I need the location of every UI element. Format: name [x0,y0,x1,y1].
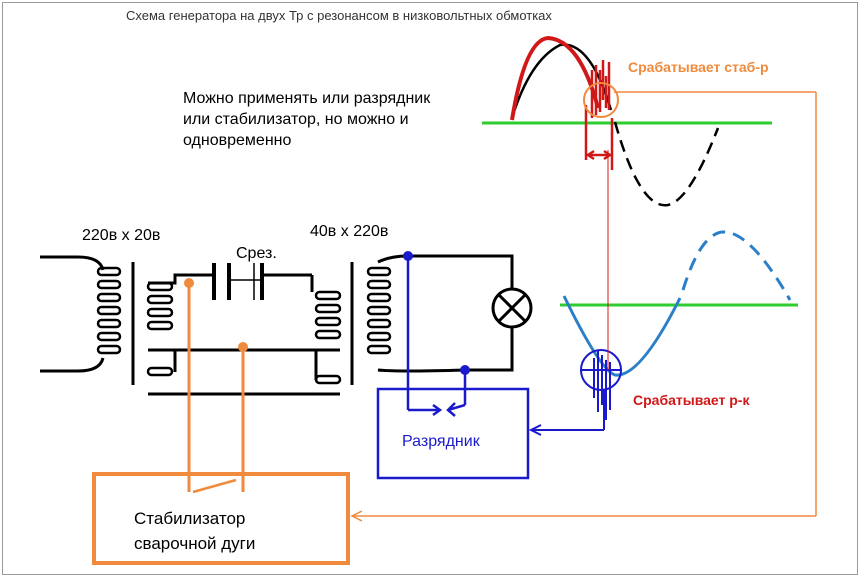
note-line-2: или стабилизатор, но можно и [183,111,409,128]
diagram-title: Схема генератора на двух Тр с резонансом… [126,8,552,23]
junction-dot [403,251,413,261]
junction-dot [460,365,470,375]
transformer-1 [40,255,174,385]
top-waveform [482,35,772,207]
stabilizer-box [92,472,350,565]
arrester-label: Разрядник [402,433,481,450]
stabilizer-label-2: сварочной дуги [134,534,255,553]
stab-trigger-marker [583,82,619,118]
note-line-3: одновременно [183,132,291,149]
stabilizer-wiring [187,283,245,494]
junction-dot [238,342,248,352]
transformer-2 [314,254,514,385]
transformer1-label: 220в х 20в [82,227,160,244]
lamp-icon [491,287,533,329]
arrester-wiring [406,256,467,417]
bottom-waveform [560,230,798,420]
transformer2-label: 40в х 220в [310,223,388,240]
capacitor-2 [253,263,264,300]
stab-trigger-label: Срабатывает стаб-р [628,59,769,75]
note-line-1: Можно применять или разрядник [183,90,431,107]
stabilizer-label-1: Стабилизатор [134,509,245,528]
capacitor-1 [212,263,260,300]
capacitor-label: Срез. [236,245,277,262]
junction-dot [184,278,194,288]
signal-lines [350,91,817,522]
arrester-trigger-label: Срабатывает р-к [633,392,750,408]
arrester-box [376,387,530,480]
